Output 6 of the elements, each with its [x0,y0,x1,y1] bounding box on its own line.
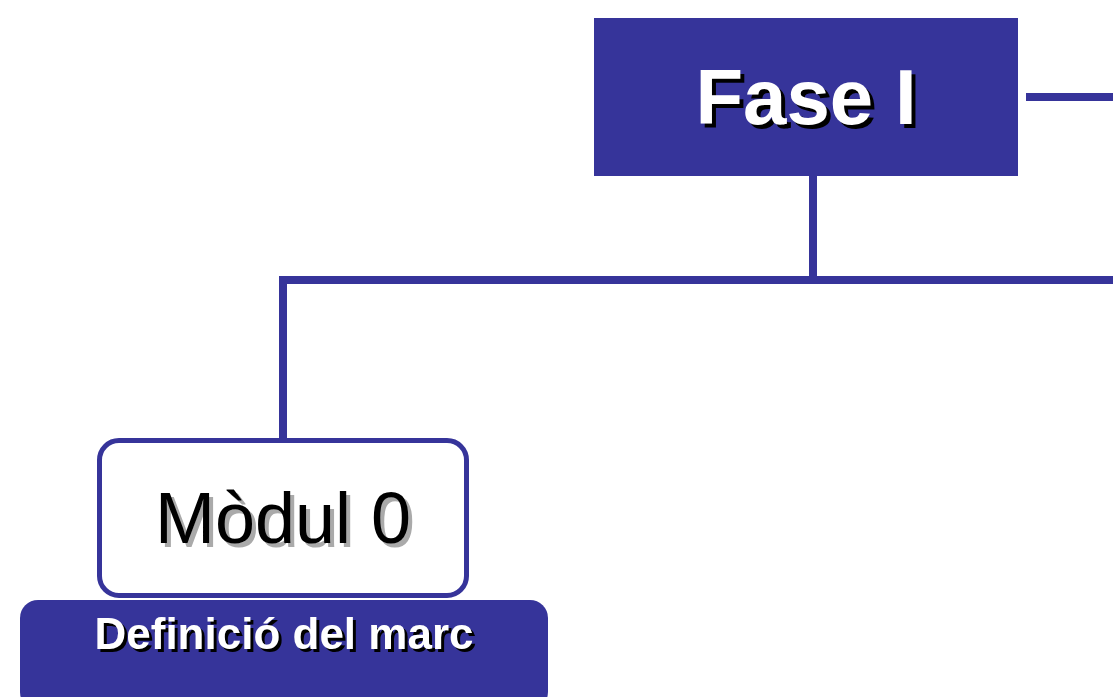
module-title: Mòdul 0 [154,477,412,559]
module-subtitle: Definició del marc [94,609,474,659]
phase-title: Fase I [695,51,917,143]
module-box [97,438,469,598]
module-subtitle-band [20,600,548,697]
phase-box [594,18,1018,176]
